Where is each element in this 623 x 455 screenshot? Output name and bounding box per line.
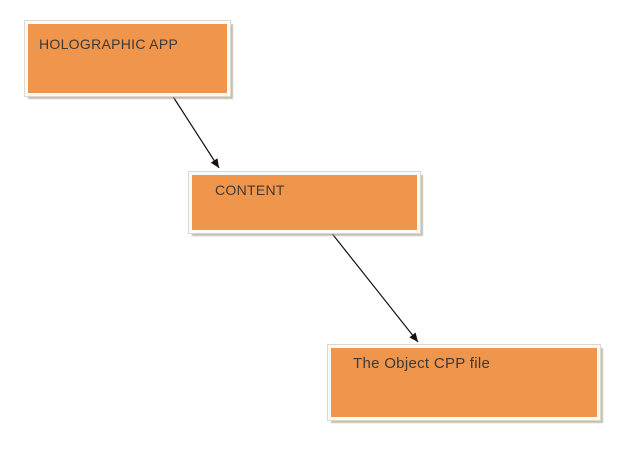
node-content[interactable]: CONTENT [189, 172, 420, 233]
node-object-cpp-file[interactable]: The Object CPP file [328, 345, 600, 420]
node-holographic-app-label: HOLOGRAPHIC APP [39, 36, 179, 52]
node-content-label: CONTENT [215, 182, 285, 198]
node-object-cpp-file-label: The Object CPP file [353, 355, 491, 372]
arrow-content-to-object-cpp-file [329, 230, 419, 343]
node-holographic-app[interactable]: HOLOGRAPHIC APP [25, 21, 230, 96]
arrow-holographic-app-to-content [171, 94, 220, 169]
